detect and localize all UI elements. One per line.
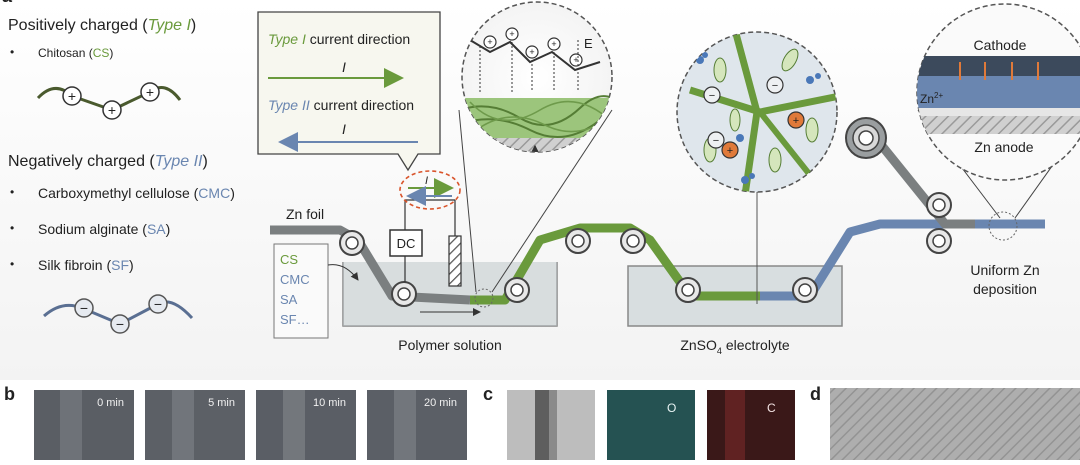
svg-text:−: − — [80, 300, 88, 316]
svg-text:+: + — [793, 115, 799, 127]
micrographs-time-series: 0 min 5 min 10 min 20 min — [34, 390, 467, 460]
svg-text:+: + — [551, 39, 556, 49]
zoom-zn-label: Zn — [512, 147, 528, 163]
panel-label-b: b — [4, 384, 15, 404]
cathode-label: Cathode — [974, 37, 1027, 53]
sem-image — [830, 388, 1080, 460]
roller-icon — [620, 228, 646, 254]
polymer-solution-label: Polymer solution — [398, 337, 502, 353]
roller-icon — [926, 192, 952, 218]
positive-type: Type I — [148, 17, 192, 34]
dc-circuit: DC I — [389, 170, 494, 308]
svg-text:I: I — [425, 175, 428, 187]
svg-text:−: − — [154, 296, 162, 312]
time-label: 20 min — [424, 397, 457, 409]
roller-icon — [792, 277, 818, 303]
type1-label: Type I — [268, 31, 306, 47]
negative-type: Type II — [155, 153, 203, 170]
svg-text:−: − — [772, 80, 778, 92]
zn-foil-label: Zn foil — [286, 206, 324, 222]
dc-label: DC — [397, 236, 416, 251]
zoom-electrolyte: − − + + − — [676, 31, 838, 304]
svg-text:SF…: SF… — [280, 312, 310, 327]
svg-text:I: I — [342, 121, 346, 137]
svg-text:Type I current direction: Type I current direction — [268, 31, 410, 47]
item-sa: Sodium alginate (SA) — [38, 221, 170, 237]
item-cmc: Carboxymethyl cellulose (CMC) — [38, 185, 235, 201]
svg-text:•: • — [10, 221, 14, 235]
uniform-deposition-line1: Uniform Zn — [970, 262, 1039, 278]
item-chitosan: Chitosan (CS) — [38, 46, 113, 60]
bullet: • — [10, 45, 14, 59]
zoom-coating: + + + + + E Zn e — [458, 1, 613, 293]
svg-text:CS: CS — [280, 252, 298, 267]
roller-icon — [504, 277, 530, 303]
svg-text:Negatively charged (Type II): Negatively charged (Type II) — [8, 153, 208, 170]
svg-text:+: + — [509, 29, 514, 39]
eds-maps: O C — [507, 390, 795, 460]
positive-polymer-chain-icon: + + + — [36, 82, 182, 120]
legend-positive: Positively charged (Type I) • Chitosan (… — [8, 17, 196, 120]
time-label: 10 min — [313, 397, 346, 409]
svg-text:•: • — [10, 185, 14, 199]
uniform-deposition-line2: deposition — [973, 281, 1037, 297]
svg-text:−: − — [709, 90, 715, 102]
coil-roll-icon — [845, 117, 887, 159]
zoom-cell: Cathode Zn2+ Zn anode — [916, 3, 1080, 241]
zn-anode-label: Zn anode — [974, 139, 1033, 155]
svg-text:I: I — [342, 59, 346, 75]
map-c-label: C — [767, 401, 776, 415]
svg-text:Type II current direction: Type II current direction — [268, 97, 414, 113]
svg-text:+: + — [727, 145, 733, 157]
time-label: 0 min — [97, 397, 124, 409]
svg-text:+: + — [573, 55, 578, 65]
svg-text:+: + — [68, 88, 76, 104]
panel-label-a: a — [2, 0, 13, 6]
time-label: 5 min — [208, 397, 235, 409]
type2-label: Type II — [268, 97, 310, 113]
svg-text:SA: SA — [280, 292, 298, 307]
svg-text:−: − — [713, 135, 719, 147]
panel-label-d: d — [810, 384, 821, 404]
svg-text:+: + — [108, 102, 116, 118]
zn-ion-label: Zn2+ — [920, 91, 943, 106]
legend-negative: Negatively charged (Type II) • Carboxyme… — [8, 153, 235, 334]
svg-text:Positively charged (Type I): Positively charged (Type I) — [8, 17, 196, 34]
polymer-list-box: CS CMC SA SF… — [273, 243, 359, 339]
svg-text:E: E — [584, 36, 593, 51]
roller-icon — [926, 228, 952, 254]
roller-icon — [391, 281, 417, 307]
roller-icon — [565, 228, 591, 254]
svg-text:CMC: CMC — [280, 272, 310, 287]
positive-heading: Positively charged ( — [8, 17, 148, 34]
panel-label-c: c — [483, 384, 493, 404]
roller-icon — [339, 230, 365, 256]
svg-text:+: + — [529, 47, 534, 57]
svg-text:•: • — [10, 257, 14, 271]
svg-text:+: + — [487, 37, 492, 47]
current-direction-callout: Type I current direction I Type II curre… — [257, 11, 441, 172]
dc-source-icon — [389, 229, 423, 257]
svg-text:−: − — [116, 316, 124, 332]
negative-heading: Negatively charged ( — [8, 153, 155, 170]
electrolyte-label: ZnSO4 electrolyte — [680, 337, 790, 356]
roller-icon — [675, 277, 701, 303]
item-sf: Silk fibroin (SF) — [38, 257, 134, 273]
rollers — [339, 117, 952, 307]
map-o-label: O — [667, 401, 676, 415]
svg-text:+: + — [146, 84, 154, 100]
negative-polymer-chain-icon: − − − — [43, 294, 194, 334]
counter-electrode-icon — [448, 235, 462, 287]
svg-text:e: e — [545, 146, 552, 161]
